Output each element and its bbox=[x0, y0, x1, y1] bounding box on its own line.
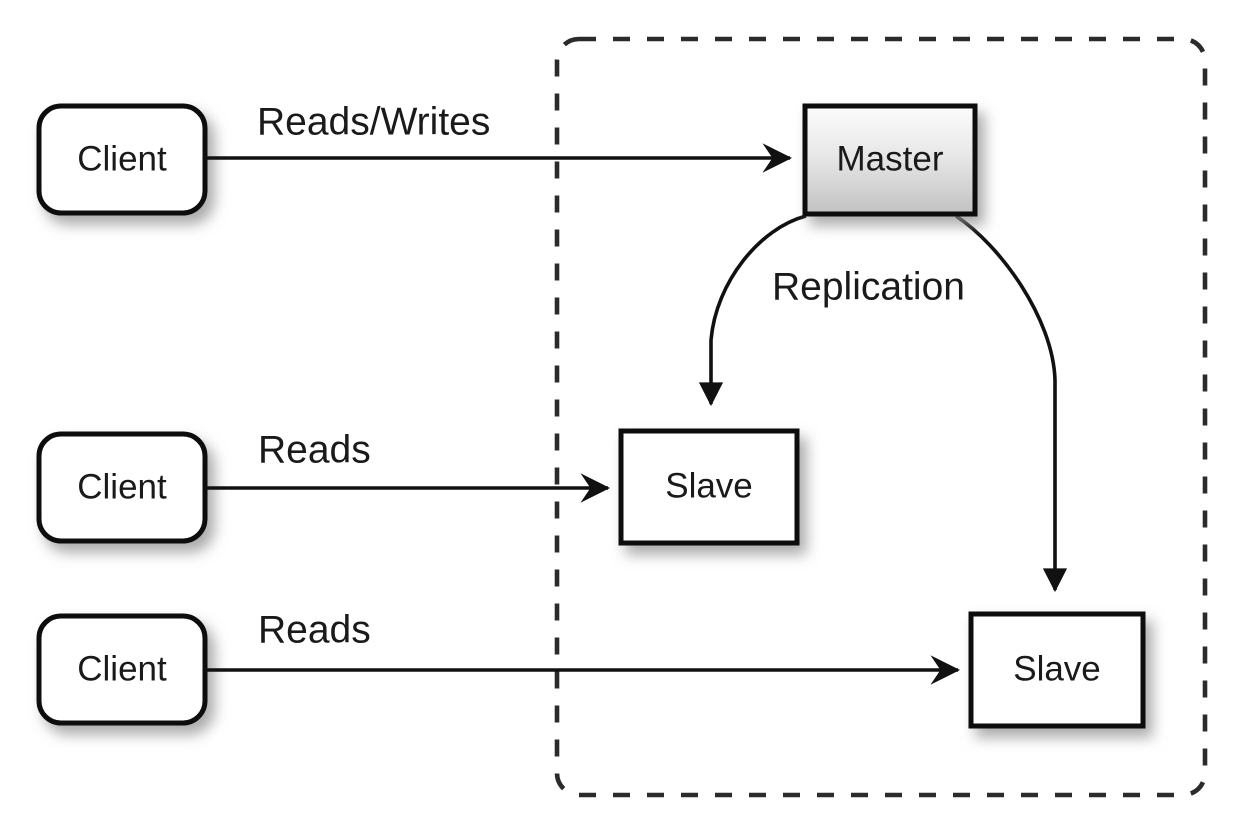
master-node[interactable]: Master bbox=[802, 103, 978, 217]
edge-label-replication: Replication bbox=[772, 265, 965, 308]
edge-replication-right bbox=[955, 214, 1068, 593]
slave-node-bottom[interactable]: Slave bbox=[968, 611, 1146, 729]
edge-label-reads-middle: Reads bbox=[258, 428, 371, 471]
client-node-1[interactable]: Client bbox=[36, 103, 208, 216]
slave-node-top[interactable]: Slave bbox=[618, 428, 800, 546]
slave-label-top: Slave bbox=[665, 466, 753, 505]
edge-label-reads-writes: Reads/Writes bbox=[257, 100, 490, 143]
edge-replication-left bbox=[698, 214, 807, 407]
master-box[interactable] bbox=[802, 103, 978, 217]
edge-label-reads-bottom: Reads bbox=[258, 608, 371, 651]
client-node-3[interactable]: Client bbox=[36, 613, 208, 726]
client-label-1: Client bbox=[77, 139, 167, 178]
slave-label-bottom: Slave bbox=[1013, 649, 1101, 688]
client-label-2: Client bbox=[77, 467, 167, 506]
slave-box-top[interactable] bbox=[618, 428, 800, 546]
client-node-2[interactable]: Client bbox=[36, 431, 208, 544]
master-label: Master bbox=[837, 139, 944, 178]
cluster-boundary bbox=[554, 36, 1208, 798]
slave-box-bottom[interactable] bbox=[968, 611, 1146, 729]
client-label-3: Client bbox=[77, 649, 167, 688]
